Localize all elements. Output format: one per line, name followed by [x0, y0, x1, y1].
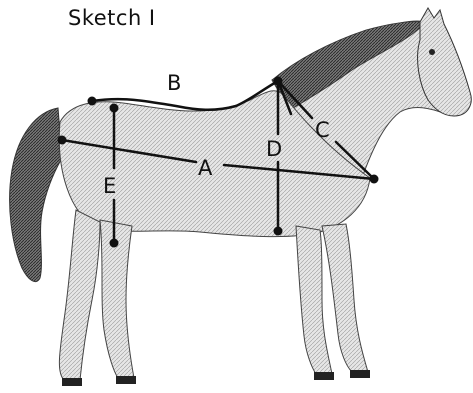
- measure-line-a: [224, 165, 374, 179]
- measure-point: [110, 104, 119, 113]
- measure-line-c: [336, 142, 374, 179]
- measure-line-a: [62, 140, 196, 162]
- measure-point: [58, 136, 67, 145]
- measure-point: [274, 227, 283, 236]
- measure-point: [110, 239, 119, 248]
- label-e: E: [103, 174, 116, 198]
- measure-line-c: [278, 81, 291, 114]
- label-b: B: [167, 71, 181, 95]
- measure-point: [274, 77, 283, 86]
- label-a: A: [198, 156, 213, 180]
- label-d: D: [266, 137, 282, 161]
- measure-point: [370, 175, 379, 184]
- label-c: C: [315, 118, 330, 142]
- measure-line-c: [278, 81, 312, 118]
- measure-point: [88, 97, 97, 106]
- measure-line-b: [92, 81, 278, 110]
